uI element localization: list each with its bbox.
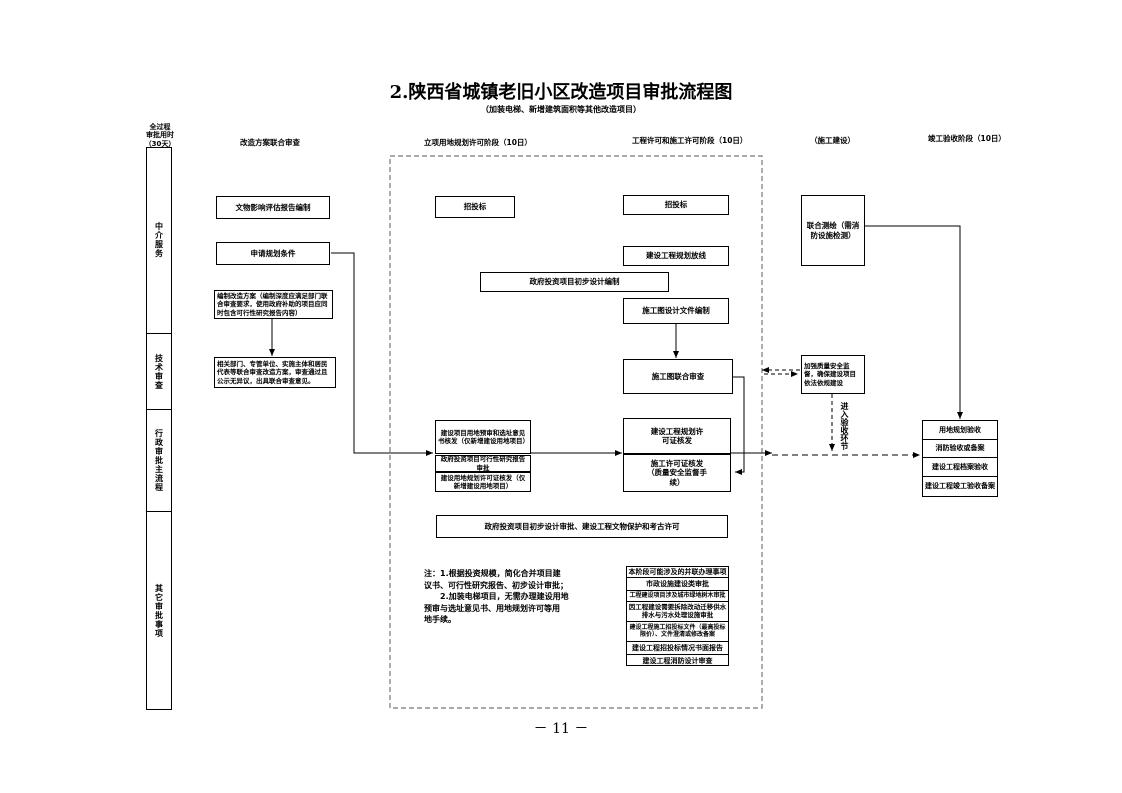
note-line-4: 预审与选址意见书、用地规划许可等用 xyxy=(424,603,560,613)
acceptance-archives: 建设工程档案验收 xyxy=(923,457,997,476)
arrow-review-to-permit xyxy=(733,376,745,475)
box-land-permit: 建设用地规划许可证核发（仅新增建设用地项目） xyxy=(435,472,531,492)
parallel-item: 因工程建设需要拆除改动迁移供水排水与污水处理设施审批 xyxy=(627,601,728,621)
acceptance-completion: 建设工程竣工验收备案 xyxy=(923,476,997,496)
box-drawing-review: 施工图联合审查 xyxy=(623,359,733,394)
box-survey-line: 建设工程规划放线 xyxy=(623,246,729,266)
parallel-item-header: 本阶段可能涉及的并联办理事项 xyxy=(628,567,727,576)
box-relic-evaluation: 文物影响评估报告编制 xyxy=(216,196,330,219)
parallel-items-stack: 本阶段可能涉及的并联办理事项 市政设施建设类审批 工程建设项目涉及城市绿地树木审… xyxy=(626,566,729,666)
box-plan-preparation: 编制改造方案（编制深度应满足部门联合审查要求，使用政府补助的项目应同时包含可行性… xyxy=(214,290,333,319)
lane-label-technical: 技术审查 xyxy=(154,353,164,390)
box-engineering-plan-permit: 建设工程规划许可证核发 xyxy=(623,418,731,454)
arrow-planning-to-land xyxy=(331,252,433,456)
box-construction-drawing: 施工图设计文件编制 xyxy=(623,298,729,324)
lane-label-other: 其它审批事项 xyxy=(154,583,164,638)
parallel-item: 建设工程施工招投标文件（最高投标限价）、文件澄清或修改备案 xyxy=(627,621,728,641)
page-number: － 11 － xyxy=(533,721,589,737)
note-text: 注：1.根据投资规模，简化合并项目建 议书、可行性研究报告、初步设计审批； 2.… xyxy=(424,568,599,626)
box-joint-review: 相关部门、专管单位、实施主体和居民代表等联合审查改造方案，审查通过且公示无异议，… xyxy=(214,357,336,388)
lane-label-admin: 行政审批主流程 xyxy=(154,429,164,492)
box-planning-conditions: 申请规划条件 xyxy=(216,242,330,265)
col-heading-land-stage: 立项用地规划许可阶段（10日） xyxy=(424,138,532,147)
note-line-3: 2.加装电梯项目，无需办理建设用地 xyxy=(424,592,569,602)
lane-header-line1: 全过程 xyxy=(149,123,171,131)
lane-header: 全过程 审批用时 （30天） xyxy=(140,123,180,148)
col-heading-plan-review: 改造方案联合审查 xyxy=(240,138,300,147)
parallel-item: 建设工程招投标情况书面报告 xyxy=(627,641,728,654)
stage-frame xyxy=(389,155,763,709)
box-quality-supervision: 加强质量安全监督，确保建设项目依法依规建设 xyxy=(801,355,865,394)
arrow-survey-to-acceptance xyxy=(865,225,963,419)
acceptance-land-planning: 用地规划验收 xyxy=(939,425,981,434)
parallel-item: 市政设施建设类审批 xyxy=(627,577,728,590)
note-line-1: 注：1.根据投资规模，简化合并项目建 xyxy=(424,569,561,578)
box-construction-permit: 施工许可证核发（质量安全监督手续） xyxy=(623,454,731,492)
note-line-2: 议书、可行性研究报告、初步设计审批； xyxy=(424,580,568,590)
page-subtitle: （加装电梯、新增建筑面积等其他改造项目） xyxy=(481,105,641,114)
box-bidding-1: 招投标 xyxy=(435,196,515,218)
box-land-pre-review: 建设项目用地预审和选址意见书核发（仅新增建设用地项目） xyxy=(435,420,531,454)
col-heading-permit-stage: 工程许可和施工许可阶段（10日） xyxy=(632,136,748,145)
box-gov-prelim-approval: 政府投资项目初步设计审批、建设工程文物保护和考古许可 xyxy=(436,515,728,538)
lane-admin-main: 行政审批主流程 xyxy=(146,410,172,512)
lane-other-approvals: 其它审批事项 xyxy=(146,512,172,710)
label-enter-acceptance: 进入验收环节 xyxy=(840,402,849,450)
parallel-item: 建设工程消防设计审查 xyxy=(627,654,728,667)
lane-column-top xyxy=(146,147,172,148)
box-bidding-2: 招投标 xyxy=(623,195,729,215)
box-gov-prelim-design: 政府投资项目初步设计编制 xyxy=(480,272,669,292)
col-heading-construction: （施工建设） xyxy=(810,136,855,145)
col-heading-acceptance: 竣工验收阶段（10日） xyxy=(928,134,1006,143)
acceptance-stack: 用地规划验收 消防验收或备案 建设工程档案验收 建设工程竣工验收备案 xyxy=(922,420,998,497)
box-joint-survey: 联合测绘（需消防设施检测） xyxy=(801,195,865,266)
lane-agency-services: 中介服务 xyxy=(146,147,172,334)
acceptance-fire: 消防验收或备案 xyxy=(923,439,997,457)
lane-header-line3: （30天） xyxy=(144,139,176,148)
lane-header-line2: 审批用时 xyxy=(146,131,174,140)
page-title: 2.陕西省城镇老旧小区改造项目审批流程图 xyxy=(389,82,733,103)
parallel-item: 工程建设项目涉及城市绿地树木审批 xyxy=(627,590,728,601)
note-line-5: 地手续。 xyxy=(424,615,456,625)
lane-label-agency: 中介服务 xyxy=(154,222,164,258)
lane-technical-review: 技术审查 xyxy=(146,334,172,410)
box-feasibility-approval: 政府投资项目可行性研究报告审批 xyxy=(435,455,531,472)
